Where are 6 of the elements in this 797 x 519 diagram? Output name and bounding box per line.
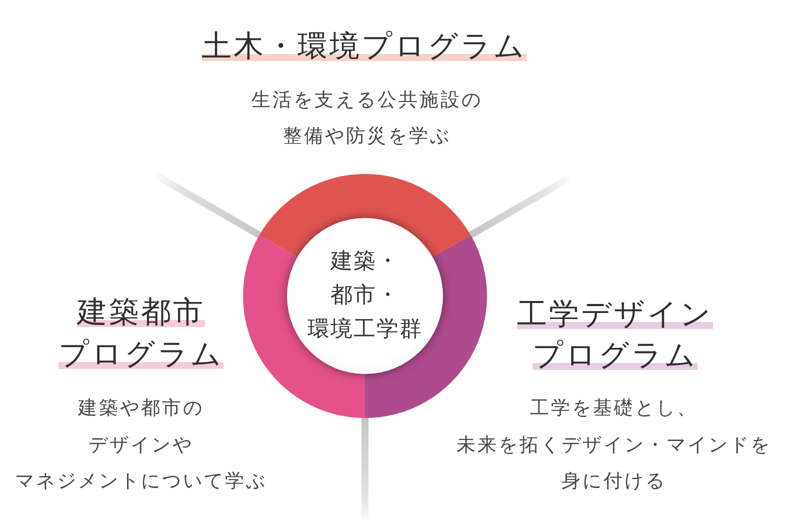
program-title: 土木・環境プログラム [202,28,526,66]
program-description: 建築や都市のデザインやマネジメントについて学ぶ [15,397,267,492]
program-title: 建築都市プログラム [58,294,224,374]
program-description: 生活を支える公共施設の整備や防災を学ぶ [252,89,482,147]
program-title: 工学デザインプログラム [517,296,713,375]
program-description: 工学を基礎とし、未来を拓くデザイン・マインドを身に付ける [456,397,772,492]
